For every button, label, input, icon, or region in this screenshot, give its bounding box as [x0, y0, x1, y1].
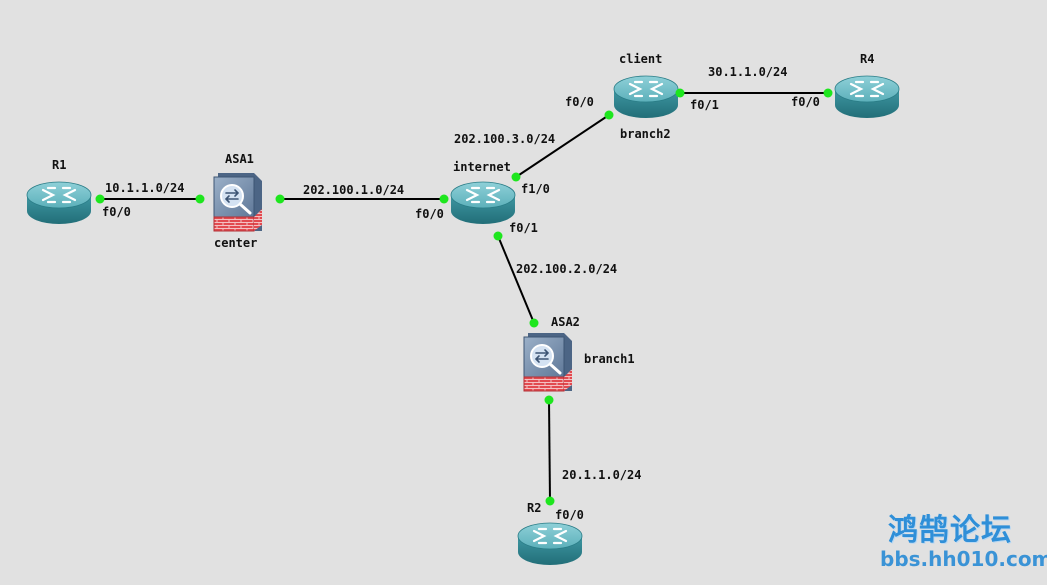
- device-label-asa1: ASA1: [225, 152, 254, 166]
- device-role-asa1: center: [214, 236, 258, 250]
- interface-label-client-f0-0: f0/0: [565, 95, 594, 109]
- port-dot: [675, 88, 685, 98]
- interface-label-r2-f0-0: f0/0: [555, 508, 584, 522]
- router-r1[interactable]: [25, 180, 93, 226]
- link-internet-asa2[interactable]: [497, 235, 535, 324]
- device-label-client: client: [619, 52, 663, 66]
- router-r4[interactable]: [833, 74, 901, 120]
- network-label-asa2-r2: 20.1.1.0/24: [562, 468, 642, 482]
- port-dot: [493, 231, 503, 241]
- router-icon: [612, 74, 680, 120]
- network-label-internet-asa2: 202.100.2.0/24: [516, 262, 618, 276]
- port-dot: [195, 194, 205, 204]
- port-dot: [439, 194, 449, 204]
- port-dot: [544, 395, 554, 405]
- interface-label-internet-f0-1: f0/1: [509, 221, 538, 235]
- router-icon: [516, 521, 584, 567]
- firewall-asa1[interactable]: [212, 171, 264, 233]
- interface-label-client-f0-1: f0/1: [690, 98, 719, 112]
- router-icon: [449, 180, 517, 226]
- network-label-client-r4: 30.1.1.0/24: [708, 65, 788, 79]
- router-internet[interactable]: [449, 180, 517, 226]
- interface-label-r4-f0-0: f0/0: [791, 95, 820, 109]
- device-label-r4: R4: [860, 52, 875, 66]
- link-endpoints: [95, 88, 833, 506]
- network-label-internet-client: 202.100.3.0/24: [454, 132, 556, 146]
- router-r2[interactable]: [516, 521, 584, 567]
- interface-label-r1-f0-0: f0/0: [102, 205, 131, 219]
- router-client[interactable]: [612, 74, 680, 120]
- watermark-logo-text: 鸿鹄论坛: [888, 513, 1012, 548]
- firewall-asa2[interactable]: [522, 331, 574, 393]
- port-dot: [95, 194, 105, 204]
- port-dot: [545, 496, 555, 506]
- port-dot: [529, 318, 539, 328]
- device-role-asa2: branch1: [584, 352, 635, 366]
- watermark-url: bbs.hh010.com: [880, 547, 1047, 571]
- port-dot: [604, 110, 614, 120]
- asa-firewall-icon: [522, 331, 574, 393]
- router-icon: [25, 180, 93, 226]
- interface-label-internet-f0-0: f0/0: [415, 207, 444, 221]
- port-dot: [275, 194, 285, 204]
- asa-firewall-icon: [212, 171, 264, 233]
- port-dot: [823, 88, 833, 98]
- router-icon: [833, 74, 901, 120]
- device-role-client: branch2: [620, 127, 671, 141]
- device-label-r2: R2: [527, 501, 542, 515]
- device-label-asa2: ASA2: [551, 315, 580, 329]
- network-label-asa1-internet: 202.100.1.0/24: [303, 183, 405, 197]
- device-label-internet: internet: [453, 160, 511, 174]
- port-dot: [511, 172, 521, 182]
- network-label-r1-asa1: 10.1.1.0/24: [105, 181, 185, 195]
- device-label-r1: R1: [52, 158, 67, 172]
- link-internet-client[interactable]: [515, 114, 610, 178]
- link-asa2-r2[interactable]: [548, 399, 551, 502]
- interface-label-internet-f1-0: f1/0: [521, 182, 550, 196]
